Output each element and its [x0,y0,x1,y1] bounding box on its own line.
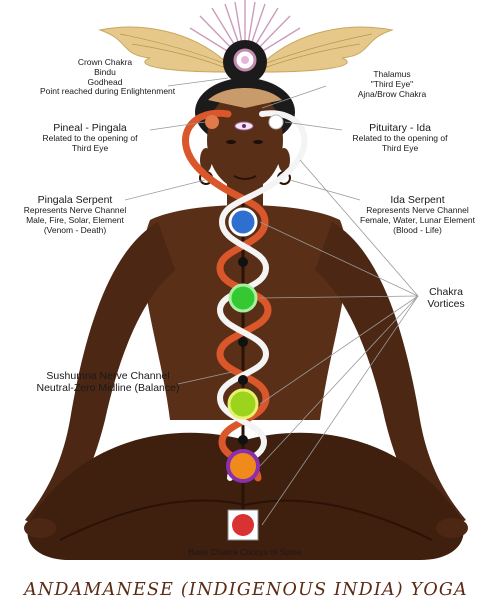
crown-line-3: Godhead [87,76,123,87]
right-arm [315,222,466,532]
crossed-legs [27,432,464,560]
node-3 [238,375,248,385]
pineal-gland-area [208,88,282,108]
thalamus-line-1: Thalamus [373,69,411,79]
pineal-line-1: Pineal - Pingala [53,122,127,134]
torso [143,205,347,420]
throat-chakra [228,207,258,237]
ida-serpent-label: Ida Serpent Represents Nerve Channel Fem… [350,194,485,235]
ida-line-1: Ida Serpent [390,194,445,206]
ida-serpent [216,110,308,481]
pingala-serpent-label: Pingala Serpent Represents Nerve Channel… [10,194,140,235]
crown-line-1: Crown Chakra [77,57,133,67]
thalamus-line-3: Ajna/Brow Chakra [357,88,427,99]
pingala-line-3: Male, Fire, Solar, Element [26,214,124,225]
body [24,180,468,560]
winged-disk [98,26,394,73]
pingala-line-4: (Venom - Death) [43,224,107,235]
left-hand [24,518,56,538]
crown-line-2: Bindu [94,66,116,77]
base-chakra-label: Base Chakra Coccyx of Spine [150,547,340,558]
chakra-vortices-label: Chakra Vortices [414,286,478,310]
right-wing [263,26,394,73]
heart-chakra [228,283,258,313]
thalamus-line-2: "Third Eye" [370,78,414,89]
right-hand [436,518,468,538]
pineal-line-2: Related to the opening of [42,133,138,144]
pituitary-line-2: Related to the opening of [352,133,448,144]
left-arm [25,222,175,532]
pingala-line-2: Represents Nerve Channel [23,205,127,216]
base-line: Base Chakra Coccyx of Spine [188,547,302,557]
solar-plexus-chakra [227,388,259,420]
pituitary-line-1: Pituitary - Ida [369,122,431,134]
crown-chakra-label: Crown Chakra Bindu Godhead Point reached… [40,57,176,97]
mouth [233,175,257,180]
pituitary-line-3: Third Eye [381,142,419,153]
pineal-label: Pineal - Pingala Related to the opening … [30,122,150,154]
thalamus-label: Thalamus "Third Eye" Ajna/Brow Chakra [332,69,452,99]
right-ear [278,148,290,172]
base-chakra [232,514,254,536]
sushumna-label: Sushumna Nerve Channel Neutral-Zero Midl… [28,370,188,394]
node-2 [238,337,248,347]
ida-line-3: Female, Water, Lunar Element [360,214,475,225]
sacral-chakra [226,449,260,483]
pituitary-bulb [268,114,284,130]
pingala-serpent [182,109,272,482]
left-eye [226,140,236,144]
crown-line-4: Point reached during Enlightenment [40,86,176,97]
left-ear [200,148,212,172]
vortices-line-2: Vortices [427,298,465,311]
vortices-line-1: Chakra [429,286,463,298]
node-1 [238,257,248,267]
pineal-bulb [205,115,219,129]
ida-line-2: Represents Nerve Channel [366,205,469,216]
ida-line-4: (Blood - Life) [393,224,442,235]
pituitary-label: Pituitary - Ida Related to the opening o… [340,122,460,154]
sushumna-line-2: Neutral-Zero Midline (Balance) [36,382,180,395]
right-eye [253,140,263,144]
chakras [226,207,260,541]
leader-lines [124,77,419,526]
pineal-line-3: Third Eye [71,142,109,153]
sushumna-line-1: Sushumna Nerve Channel [46,370,170,382]
node-4 [238,435,248,445]
pingala-line-1: Pingala Serpent [37,194,113,206]
page-title: ANDAMANESE (INDIGENOUS INDIA) YOGA [24,580,468,600]
